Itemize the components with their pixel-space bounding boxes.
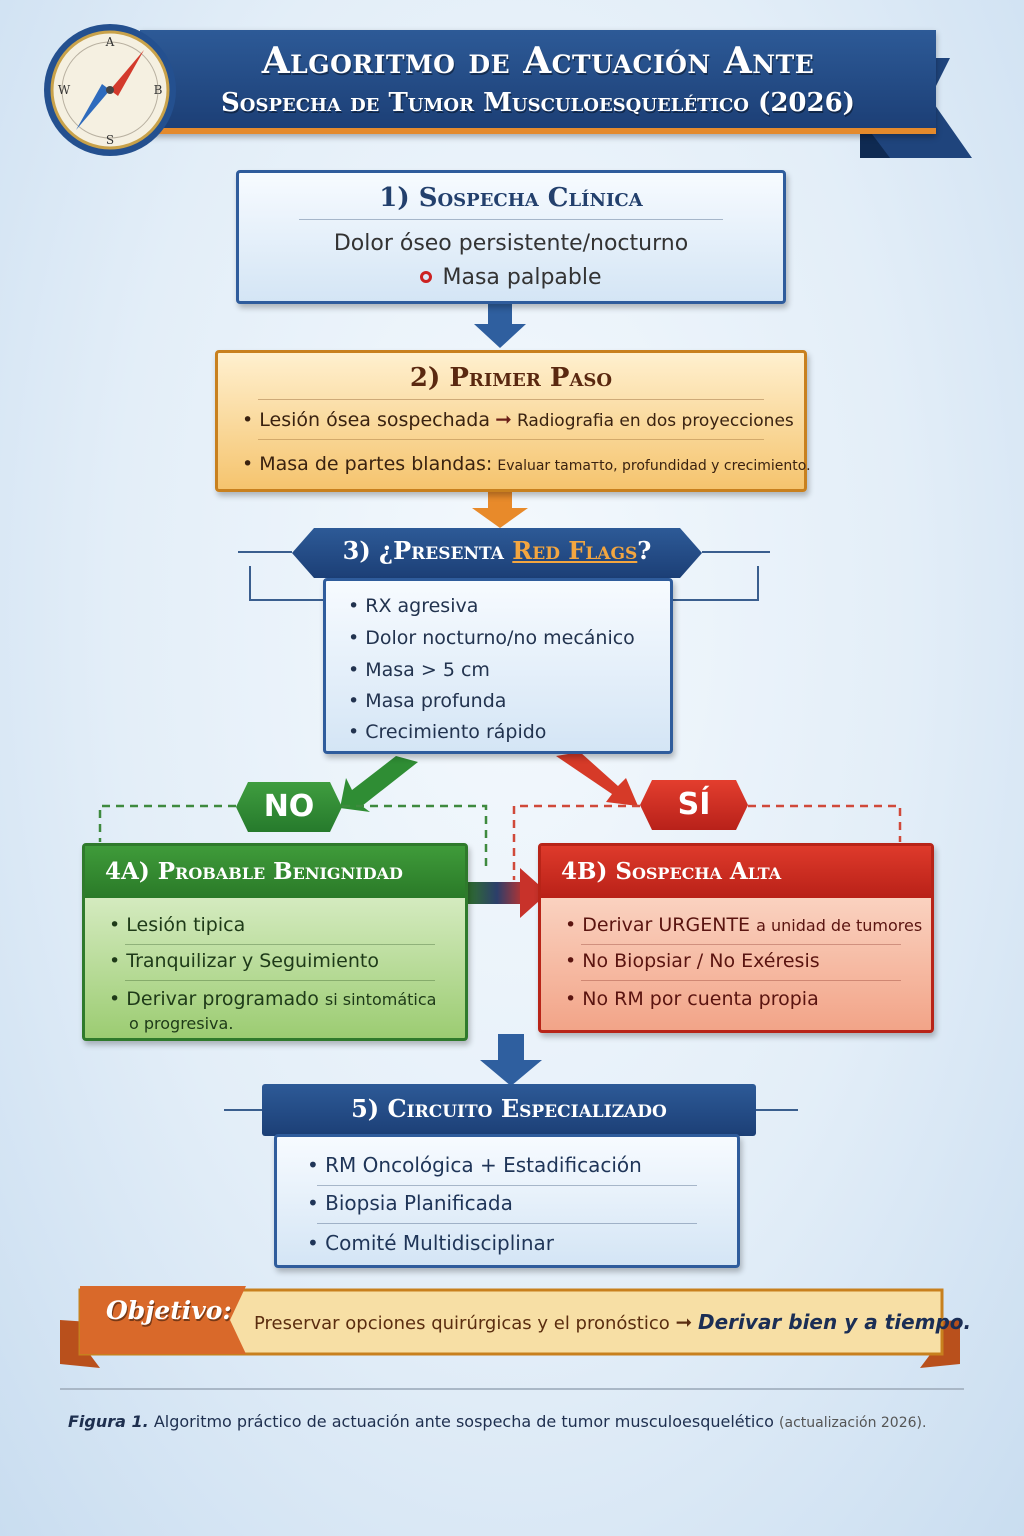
step4b-box: 4B) Sospecha Alta • Derivar URGENTE a un…: [538, 843, 934, 1033]
step5-item: • Biopsia Planificada: [307, 1191, 513, 1215]
step5-title: 5) Circuito Especializado: [351, 1094, 667, 1123]
compass-letter-e: B: [154, 83, 163, 97]
step1-rule: [299, 219, 723, 220]
no-branch-dashed: [98, 804, 488, 870]
red-flag-item: • Crecimiento rápido: [348, 721, 547, 743]
yes-branch-label: SÍ: [640, 780, 748, 830]
compass-letter-n: A: [105, 35, 115, 49]
step4a-box: 4A) Probable Benignidad • Lesión tipica …: [82, 843, 468, 1041]
step1-line2: Masa palpable: [239, 265, 783, 290]
arrow-4a-to-4b: [468, 868, 548, 918]
page-subtitle: Sospecha de Tumor Musculoesquelético (20…: [221, 88, 855, 118]
step4a-item: • Lesión tipica: [109, 914, 246, 936]
caption-text: Algoritmo práctico de actuación ante sos…: [153, 1412, 774, 1431]
step4b-header: [541, 846, 931, 898]
si-branch-dashed: [512, 804, 902, 880]
step2-row2: • Masa de partes blandas: Evaluar tamaтt…: [242, 453, 811, 475]
step3-side-lines: [238, 551, 770, 601]
step2-row1-lead: Lesión ósea sospechada: [259, 409, 490, 431]
step2-row1-detail: Radiografia en dos proyecciones: [516, 411, 794, 431]
step3-box: • RX agresiva • Dolor nocturno/no mecáni…: [323, 578, 673, 754]
step4a-item-line2: o progresiva.: [129, 1014, 234, 1033]
step2-row2-detail: Evaluar tamaтto, profundidad y crecimien…: [497, 458, 811, 474]
step4a-header: [85, 846, 465, 898]
step1-line1: Dolor óseo persistente/nocturno: [333, 231, 689, 256]
arrow-to-step5: [480, 1034, 542, 1086]
step3-title-highlight: Red Flags: [512, 536, 638, 565]
step4b-item: • No RM por cuenta propia: [565, 988, 819, 1010]
step2-rule: [258, 399, 764, 400]
red-flag-item: • Masa profunda: [348, 690, 507, 712]
step2-row1: • Lesión ósea sospechada ➞ Radiografia e…: [242, 407, 794, 431]
step3-title-prefix: 3) ¿Presenta: [342, 536, 504, 565]
compass-letter-s: S: [106, 133, 114, 147]
step3-title: 3) ¿Presenta Red Flags?: [292, 536, 702, 565]
no-branch-label: NO: [236, 782, 342, 832]
caption-figure-number: Figura 1.: [68, 1412, 149, 1431]
compass-icon: A B S W: [44, 24, 176, 156]
red-flag-item: • Dolor nocturno/no mecánico: [348, 627, 635, 649]
step5-box: • RM Oncológica + Estadificación • Biops…: [274, 1134, 740, 1268]
step1-line2-text: Masa palpable: [442, 265, 602, 290]
step1-box: 1) Sospecha Clínica Dolor óseo persisten…: [236, 170, 786, 304]
arrow-right-icon: ➞: [495, 407, 512, 431]
step5-item: • RM Oncológica + Estadificación: [307, 1153, 642, 1177]
step4a-title: 4A) Probable Benignidad: [105, 858, 403, 885]
step3-tab: [292, 528, 702, 578]
objective-bold: Derivar bien y a tiempo.: [698, 1310, 972, 1334]
step3-title-suffix: ?: [637, 536, 652, 565]
step4b-item: • No Biopsiar / No Exéresis: [565, 950, 820, 972]
objective-text-body: Preservar opciones quirúrgicas y el pron…: [254, 1313, 670, 1334]
red-flag-item: • RX agresiva: [348, 595, 479, 617]
step5-item: • Comité Multidisciplinar: [307, 1231, 554, 1255]
caption-separator: [60, 1388, 964, 1390]
step4a-item: • Tranquilizar y Seguimiento: [109, 950, 379, 972]
step2-box: 2) Primer Paso • Lesión ósea sospechada …: [215, 350, 811, 492]
step4b-title: 4B) Sospecha Alta: [561, 858, 782, 885]
step4a-item: • Derivar programado si sintomática: [109, 988, 437, 1010]
step1-title: 1) Sospecha Clínica: [379, 183, 643, 213]
objective-ribbon: [60, 1286, 960, 1368]
step2-rule2: [258, 439, 764, 440]
arrow-step1-to-step2: [474, 304, 526, 348]
red-circle-icon: [420, 271, 433, 283]
step5-tab: [262, 1084, 756, 1136]
arrow-right-icon: ➞: [675, 1310, 693, 1334]
arrow-to-no: [340, 756, 418, 812]
step2-row2-lead: Masa de partes blandas:: [259, 453, 493, 475]
step4b-item: • Derivar URGENTE a unidad de tumores: [565, 914, 923, 936]
objective-text: Preservar opciones quirúrgicas y el pron…: [254, 1310, 971, 1334]
compass-letter-w: W: [58, 83, 71, 97]
figure-caption: Figura 1. Algoritmo práctico de actuació…: [68, 1412, 926, 1431]
caption-extra: (actualización 2026).: [779, 1415, 927, 1431]
objective-label: Objetivo:: [106, 1296, 232, 1325]
arrow-to-si: [556, 752, 638, 806]
arrow-step2-to-step3: [472, 492, 528, 528]
page-title: Algoritmo de Actuación Ante: [261, 40, 815, 82]
step2-title: 2) Primer Paso: [409, 363, 613, 393]
title-banner: [140, 30, 936, 134]
red-flag-item: • Masa > 5 cm: [348, 659, 490, 681]
